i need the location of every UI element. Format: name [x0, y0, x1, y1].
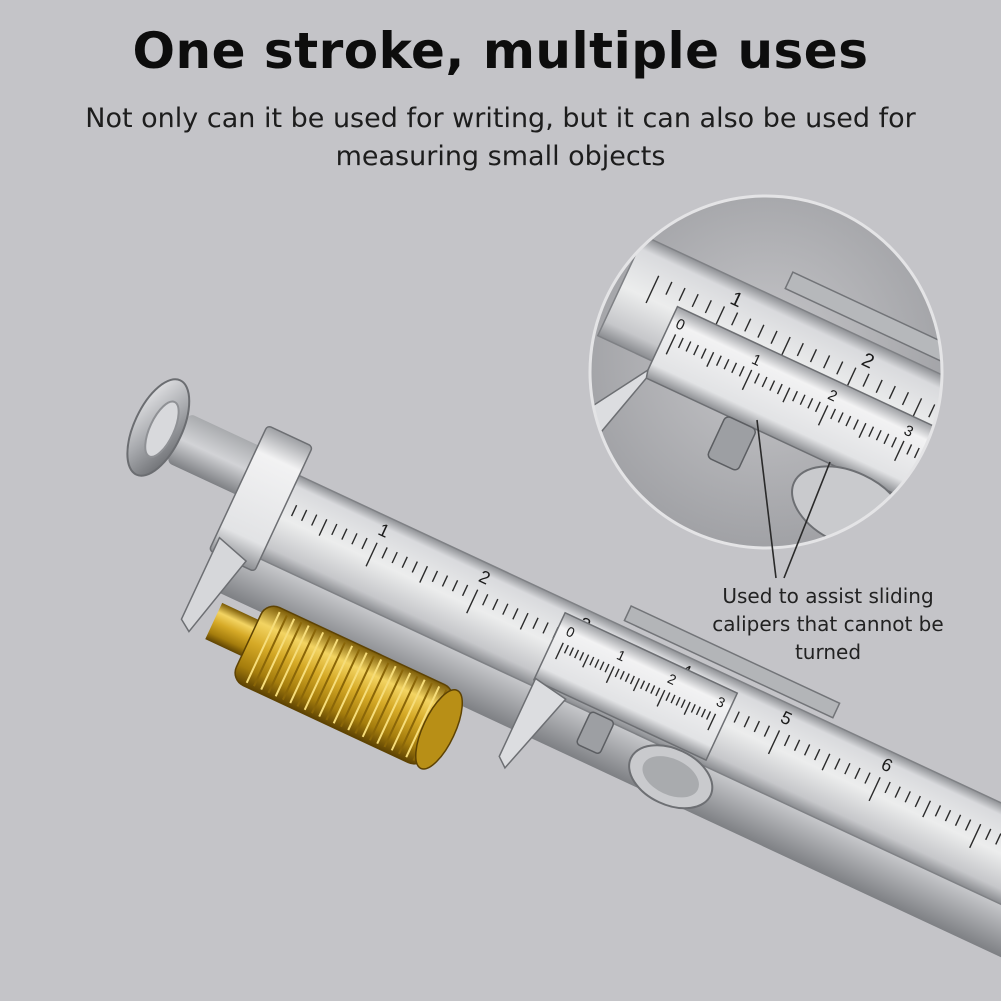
- knurled-knob: [576, 711, 615, 754]
- caliper-pen: 0 1 2 3 4 5 6 0 1 2 3: [126, 378, 1001, 960]
- fixed-jaw: [180, 425, 313, 633]
- callout-text: Used to assist sliding calipers that can…: [712, 584, 944, 664]
- pointer-line: [756, 419, 777, 579]
- brass-pen-tip: [205, 602, 464, 770]
- thumb-wheel: [628, 744, 714, 810]
- vernier-scale-ticks: [555, 642, 717, 731]
- pointer-line: [783, 461, 831, 579]
- headline: One stroke, multiple uses: [132, 22, 869, 80]
- clip-strip: [623, 605, 841, 719]
- subheadline: Not only can it be used for writing, but…: [85, 103, 916, 172]
- vernier-slider: 0 1 2 3: [498, 611, 739, 810]
- inset-zoom-circle: 1 2 0 1 2 3: [588, 194, 944, 579]
- inset-knurled-knob: [707, 416, 756, 471]
